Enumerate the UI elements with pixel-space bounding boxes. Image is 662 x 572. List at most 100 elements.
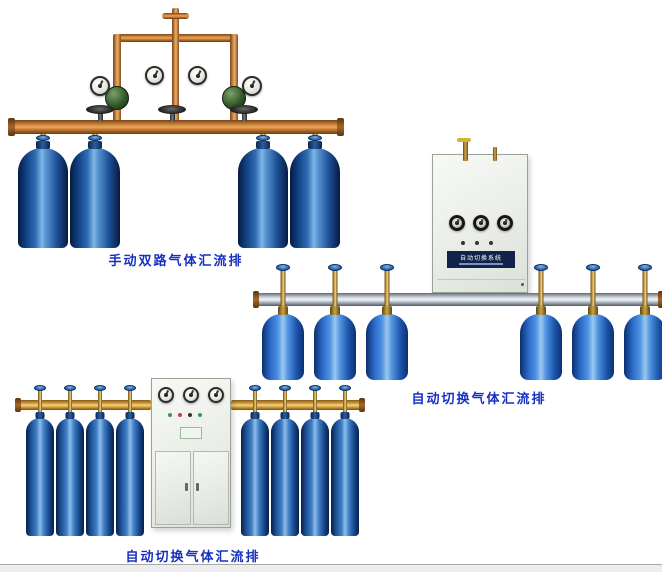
indicator-light: [489, 241, 493, 245]
cylinder-valve-knob: [534, 264, 548, 271]
valve-handwheel: [86, 105, 114, 114]
valve-handwheel: [158, 105, 186, 114]
pressure-gauge: [90, 76, 110, 96]
cylinder-neck: [250, 412, 260, 419]
cylinder-connector-pipe: [38, 388, 42, 412]
gas-cylinder: [70, 134, 120, 248]
cylinder-neck: [640, 306, 650, 315]
product-caption: 自动切换气体汇流排: [125, 550, 261, 565]
indicator-light: [198, 413, 202, 417]
cylinder-neck: [36, 141, 50, 149]
cylinder-valve-knob: [36, 135, 50, 141]
cylinder-neck: [125, 412, 135, 419]
cabinet-nameplate: 自动切换系统: [447, 251, 515, 268]
gas-cylinder: [262, 264, 304, 380]
indicator-light: [188, 413, 192, 417]
gas-cylinder: [26, 385, 54, 536]
cylinder-neck: [65, 412, 75, 419]
pressure-gauge: [183, 387, 199, 403]
gas-cylinder: [116, 385, 144, 536]
cabinet-outlet-pipe: [493, 147, 497, 161]
cylinder-valve-knob: [64, 385, 76, 391]
manifold-end-cap: [359, 398, 365, 412]
manifold-pipe: [10, 120, 342, 134]
valve-stem: [98, 112, 103, 121]
cylinder-neck: [382, 306, 392, 315]
cabinet-latch: [521, 283, 524, 286]
cylinder-neck: [310, 412, 320, 419]
cylinder-valve-knob: [88, 135, 102, 141]
cylinder-valve-knob: [586, 264, 600, 271]
manifold-pipe: [255, 293, 662, 306]
cabinet-nameplate-text: 自动切换系统: [459, 254, 502, 262]
cylinder-neck: [308, 141, 322, 149]
manifold-end-cap: [253, 291, 259, 308]
control-cabinet: [151, 378, 231, 528]
cylinder-connector-pipe: [384, 268, 390, 306]
manifold-end-cap: [8, 118, 15, 136]
gas-cylinder: [56, 385, 84, 536]
gas-cylinder: [331, 385, 359, 536]
cylinder-connector-pipe: [642, 268, 648, 306]
product-photo-auto-switch-floor: 自动切换气体汇流排: [15, 372, 365, 570]
cylinder-neck: [95, 412, 105, 419]
center-drop-pipe: [172, 19, 179, 122]
cylinder-neck: [330, 306, 340, 315]
cylinder-valve-knob: [94, 385, 106, 391]
valve-stem: [170, 112, 175, 121]
cylinder-connector-pipe: [283, 388, 287, 412]
cylinder-neck: [35, 412, 45, 419]
product-caption: 自动切换气体汇流排: [411, 392, 547, 407]
gas-cylinder: [572, 264, 614, 380]
valve-handwheel: [230, 105, 258, 114]
product-photo-auto-switch-wall: 自动切换系统 自动切换气体汇流排: [253, 138, 662, 410]
manifold-pipe-left: [17, 400, 151, 410]
cylinder-valve-knob: [328, 264, 342, 271]
pressure-gauge: [145, 66, 164, 85]
cylinder-connector-pipe: [590, 268, 596, 306]
door-handle: [185, 483, 188, 491]
manifold-end-cap: [658, 291, 662, 308]
cylinder-valve-knob: [34, 385, 46, 391]
pressure-gauge: [497, 215, 513, 231]
valve-handle: [457, 138, 471, 142]
cylinder-connector-pipe: [98, 388, 102, 412]
valve-stem: [242, 112, 247, 121]
product-photo-manual-dual-manifold: 手动双路气体汇流排: [8, 8, 344, 274]
pressure-gauge: [158, 387, 174, 403]
pressure-gauge: [449, 215, 465, 231]
cylinder-valve-knob: [279, 385, 291, 391]
cylinder-valve-knob: [276, 264, 290, 271]
gas-cylinder: [238, 134, 288, 248]
cylinder-neck: [280, 412, 290, 419]
cylinder-connector-pipe: [128, 388, 132, 412]
gas-cylinder: [366, 264, 408, 380]
manifold-end-cap: [337, 118, 344, 136]
pressure-gauge: [208, 387, 224, 403]
cabinet-label-sticker: [180, 427, 202, 439]
cylinder-valve-knob: [308, 135, 322, 141]
indicator-light: [461, 241, 465, 245]
product-caption: 手动双路气体汇流排: [108, 254, 244, 269]
cylinder-valve-knob: [256, 135, 270, 141]
gas-cylinder: [18, 134, 68, 248]
cylinder-connector-pipe: [253, 388, 257, 412]
cylinder-neck: [340, 412, 350, 419]
cylinder-connector-pipe: [538, 268, 544, 306]
pressure-gauge: [188, 66, 207, 85]
pressure-gauge: [473, 215, 489, 231]
indicator-light: [168, 413, 172, 417]
gas-cylinder: [271, 385, 299, 536]
cylinder-valve-knob: [124, 385, 136, 391]
cylinder-valve-knob: [309, 385, 321, 391]
door-handle: [196, 483, 199, 491]
cabinet-door-right: [193, 451, 229, 525]
left-drop-pipe: [113, 34, 121, 122]
indicator-light: [475, 241, 479, 245]
cylinder-valve-knob: [339, 385, 351, 391]
cylinder-connector-pipe: [343, 388, 347, 412]
right-drop-pipe: [230, 34, 238, 122]
cylinder-valve-knob: [249, 385, 261, 391]
cabinet-inlet-pipe: [463, 141, 468, 161]
gas-cylinder: [290, 134, 340, 248]
